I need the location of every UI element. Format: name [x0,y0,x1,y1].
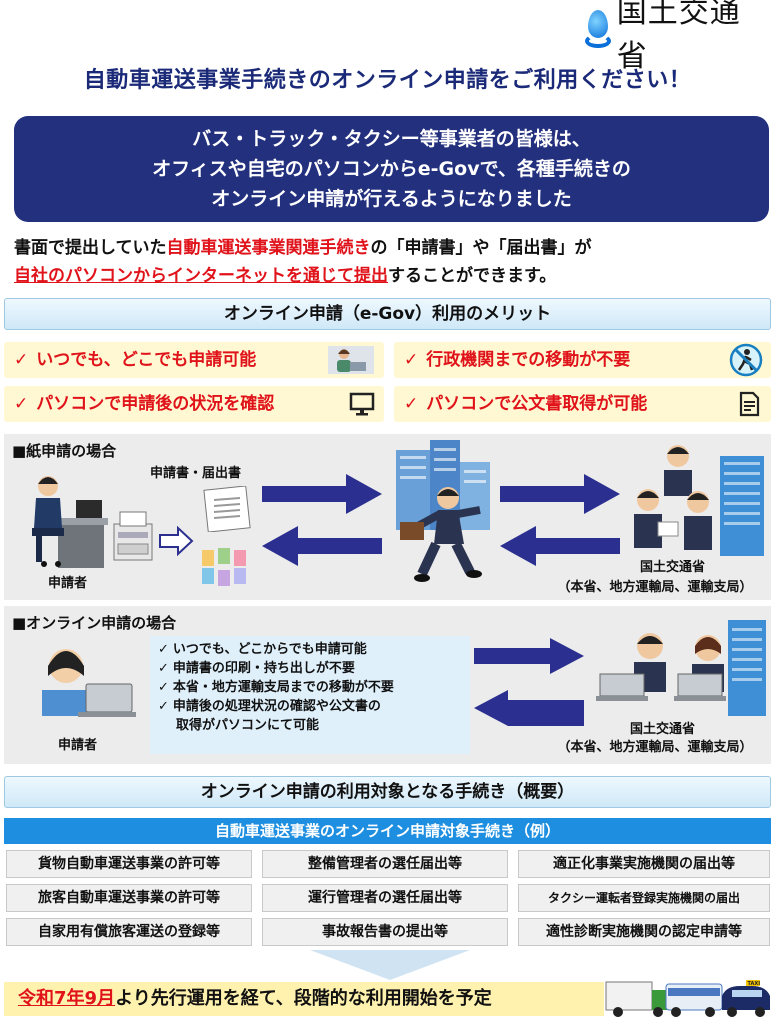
check-icon: ✓ [158,661,169,676]
procedure-cell: 適正化事業実施機関の届出等 [518,850,770,878]
banner-line-1: バス・トラック・タクシー等事業者の皆様は、 [192,128,591,150]
check-icon: ✓ [158,642,169,657]
arrow-right-icon [159,526,194,556]
document-stack-icon [202,548,246,586]
schedule-notice: 令和7年9月より先行運用を経て、段階的な利用開始を予定 [4,982,604,1016]
list-item: ✓申請書の印刷・持ち出しが不要 [158,661,355,676]
merit-item-get-document: ✓ パソコンで公文書取得が可能 [394,386,771,422]
arrow-right-icon [262,474,382,514]
applicant-at-desk-illustration [32,476,108,568]
check-icon: ✓ [404,394,419,414]
intro-text: 書面で提出していた自動車運送事業関連手続きの「申請書」や「届出書」が 自社のパソ… [14,234,774,290]
businessman-running-illustration [396,440,490,582]
arrow-left-icon [262,526,382,566]
mlit-logo-mark-icon [585,8,611,54]
procedure-cell: 適性診断実施機関の認定申請等 [518,918,770,946]
online-ministry-label: 国土交通省 [630,722,696,737]
no-walking-icon [729,343,763,377]
target-subtitle: 自動車運送事業のオンライン申請対象手続き（例） [4,818,771,844]
mlit-logo: 国土交通省 [585,0,770,74]
arrow-right-icon [500,474,620,514]
check-icon: ✓ [14,394,29,414]
document-icon [739,391,760,417]
intro-text-part: することができます。 [388,266,557,286]
taxi-sign-text: TAXI [748,981,761,987]
schedule-text: より先行運用を経て、段階的な利用開始を予定 [115,988,492,1009]
monitor-icon [349,392,375,416]
paper-application-panel: ■紙申請の場合 申請者 申請書・届出書 [4,434,771,600]
paper-ministry-sub-label: （本省、地方運輸局、運輸支局） [557,580,753,595]
merit-label: パソコンで申請後の状況を確認 [36,394,275,414]
merit-label: いつでも、どこでも申請可能 [36,350,257,370]
online-ministry-sub-label: （本省、地方運輸局、運輸支局） [557,740,753,755]
printer-icon [113,511,153,561]
merit-label: 行政機関までの移動が不要 [426,350,631,370]
schedule-date: 令和7年9月 [18,988,116,1009]
procedure-cell: 整備管理者の選任届出等 [262,850,508,878]
online-applicant-label: 申請者 [58,738,98,753]
person-laptop-icon [328,346,374,374]
ministry-officials-illustration [634,445,764,556]
merit-item-no-travel: ✓ 行政機関までの移動が不要 [394,342,771,378]
vehicles-illustration: TAXI [605,980,770,1017]
down-arrow-icon [310,950,470,980]
arrow-left-icon [474,690,584,726]
list-item: ✓申請後の処理状況の確認や公文書の [158,699,381,714]
procedure-cell: 事故報告書の提出等 [262,918,508,946]
intro-highlight-underlined: 自社のパソコンからインターネットを通じて提出 [14,266,388,286]
online-benefits-list: ✓いつでも、どこからでも申請可能 ✓申請書の印刷・持ち出しが不要 ✓本省・地方運… [150,636,470,754]
check-icon: ✓ [404,350,419,370]
mlit-logo-text: 国土交通省 [616,0,741,74]
procedure-cell: 貨物自動車運送事業の許可等 [6,850,252,878]
target-section-title: オンライン申請の利用対象となる手続き（概要） [4,776,771,808]
list-item: ✓いつでも、どこからでも申請可能 [158,642,367,657]
banner-line-3: オンライン申請が行えるようになりました [211,188,572,210]
online-panel-title: ■オンライン申請の場合 [12,614,177,632]
merit-item-check-status: ✓ パソコンで申請後の状況を確認 [4,386,384,422]
list-item-continuation: 取得がパソコンにて可能 [176,718,320,733]
arrow-right-icon [474,638,584,674]
announcement-banner: バス・トラック・タクシー等事業者の皆様は、 オフィスや自宅のパソコンからe-Go… [14,116,769,222]
arrow-left-icon [500,526,620,566]
check-icon: ✓ [14,350,29,370]
intro-text-part: 書面で提出していた [14,238,167,258]
merit-item-anytime: ✓ いつでも、どこでも申請可能 [4,342,384,378]
merit-section-title: オンライン申請（e-Gov）利用のメリット [4,298,771,330]
paper-panel-title: ■紙申請の場合 [12,442,117,460]
application-form-icon [203,486,251,532]
merit-label: パソコンで公文書取得が可能 [426,394,648,414]
procedure-cell: 自家用有償旅客運送の登録等 [6,918,252,946]
ministry-staff-with-laptops-illustration [596,620,766,716]
procedure-cell: タクシー運転者登録実施機関の届出 [518,884,770,912]
paper-ministry-label: 国土交通省 [640,560,706,575]
check-icon: ✓ [158,680,169,695]
paper-applicant-label: 申請者 [48,576,88,591]
intro-highlight: 自動車運送事業関連手続き [166,238,371,258]
banner-line-2: オフィスや自宅のパソコンからe-Govで、各種手続きの [152,158,631,180]
intro-text-part: の「申請書」や「届出書」が [370,238,592,258]
page-title: 自動車運送事業手続きのオンライン申請をご利用ください！ [83,68,692,93]
list-item: ✓本省・地方運輸支局までの移動が不要 [158,680,394,695]
check-icon: ✓ [158,699,169,714]
document-label: 申請書・届出書 [150,466,242,481]
applicant-with-laptop-illustration [42,649,136,717]
procedure-cell: 運行管理者の選任届出等 [262,884,508,912]
procedure-cell: 旅客自動車運送事業の許可等 [6,884,252,912]
